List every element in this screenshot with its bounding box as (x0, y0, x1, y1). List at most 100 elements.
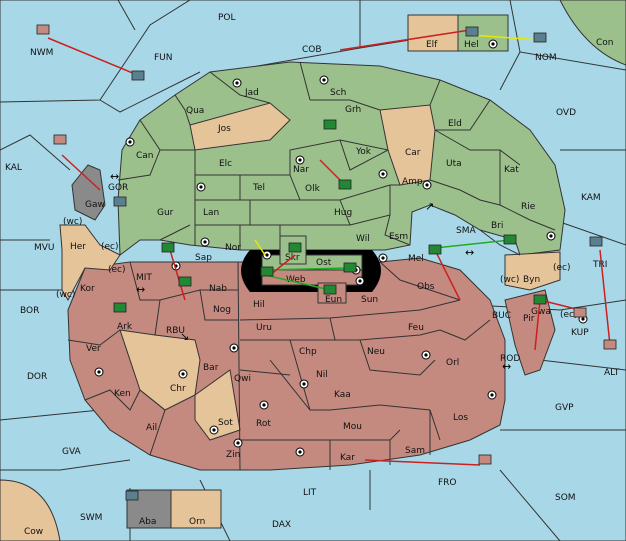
svg-text:↗: ↗ (425, 200, 434, 213)
svg-text:↔: ↔ (465, 246, 474, 259)
territory-label: Obs (417, 282, 435, 292)
unit-token[interactable] (113, 302, 127, 313)
territory-pir (504, 289, 556, 376)
unit-token[interactable] (288, 242, 302, 253)
unit-token[interactable] (533, 294, 547, 305)
sea-label: ROD (500, 354, 520, 364)
unit-token[interactable] (338, 179, 352, 190)
unit-token[interactable] (161, 242, 175, 253)
sea-label: FUN (154, 53, 173, 63)
supply-center (422, 180, 432, 190)
sea-label: NWM (30, 48, 53, 58)
territory-label: Mou (343, 422, 362, 432)
territory-label: Ail (146, 423, 157, 433)
territory-label: Pir (523, 314, 535, 324)
unit-token[interactable] (260, 266, 274, 277)
territory-label: Ken (114, 389, 131, 399)
svg-text:↔: ↔ (110, 170, 119, 183)
svg-text:↔: ↔ (502, 360, 511, 373)
unit-token[interactable] (36, 24, 50, 35)
sea-label: TRI (592, 260, 607, 270)
sea-label: FRO (438, 478, 457, 488)
territory-label: Orl (446, 358, 459, 368)
territory-sot (194, 369, 241, 441)
move-arrows (47, 29, 611, 466)
territory-label: Elf (426, 40, 438, 50)
svg-text:↔: ↔ (136, 283, 145, 296)
territory-label: Nil (316, 370, 328, 380)
unit-token[interactable] (323, 284, 337, 295)
territory-label: Los (453, 413, 468, 423)
unit-token[interactable] (603, 339, 617, 350)
unit-token[interactable] (573, 307, 587, 318)
supply-center (94, 367, 104, 377)
sea-label: (wc) (56, 290, 75, 300)
supply-center (355, 276, 365, 286)
supply-center (196, 182, 206, 192)
territory-label: Web (286, 275, 306, 285)
territory-label: Nab (209, 284, 227, 294)
territory-label: Neu (367, 347, 385, 357)
supply-center (488, 39, 498, 49)
sea-label: ALT (604, 368, 620, 378)
unit-token[interactable] (478, 454, 492, 465)
supply-center (232, 78, 242, 88)
unit-token[interactable] (428, 244, 442, 255)
unit-token[interactable] (113, 196, 127, 207)
unit-token[interactable] (125, 490, 139, 501)
sea-label: KAM (581, 193, 601, 203)
sea-label: DAX (272, 520, 291, 530)
supply-center (319, 75, 329, 85)
territory-label: Her (70, 242, 86, 252)
territory-label: Grh (345, 105, 361, 115)
territory-label: Qwi (234, 374, 251, 384)
territory-label: Hel (464, 40, 479, 50)
territory-label: Rot (256, 419, 271, 429)
territory-label: Uru (256, 323, 272, 333)
territory-label: Elc (219, 159, 232, 169)
territory-label: Nor (225, 243, 241, 253)
unit-token[interactable] (343, 262, 357, 273)
territory-label: Gaw (85, 200, 105, 210)
territory-label: Nog (213, 305, 231, 315)
sea-label: SMA (456, 226, 476, 236)
unit-token[interactable] (465, 26, 479, 37)
territory-label: Mel (408, 254, 424, 264)
territory-label: Eun (325, 295, 342, 305)
unit-token[interactable] (323, 119, 337, 130)
sea-label: SWM (80, 513, 102, 523)
sea-label: GOR (108, 183, 128, 193)
territory-label: Sch (330, 88, 346, 98)
unit-token[interactable] (589, 236, 603, 247)
unit-token[interactable] (131, 70, 145, 81)
sea-label: BOR (20, 306, 39, 316)
territory-label: Sot (218, 418, 233, 428)
territory-jos (189, 102, 291, 151)
unit-token[interactable] (178, 276, 192, 287)
territory-label: Feu (408, 323, 424, 333)
sea-label: (wc) (500, 275, 519, 285)
supply-center (295, 155, 305, 165)
sea-label: COB (302, 45, 322, 55)
sea-label: (ec) (560, 310, 578, 320)
unit-token[interactable] (503, 234, 517, 245)
territory-label: Sun (361, 295, 378, 305)
supply-center (125, 137, 135, 147)
unit-token[interactable] (533, 32, 547, 43)
region-borders-south (67, 261, 491, 471)
territory-label: Nar (293, 165, 309, 175)
supply-center (299, 379, 309, 389)
territory-label: Can (136, 151, 154, 161)
sea-label: SOM (555, 493, 576, 503)
territory-orn (170, 489, 222, 529)
territory-label: Esm (389, 232, 408, 242)
sea-label: LIT (303, 488, 317, 498)
unit-token[interactable] (53, 134, 67, 145)
territory-label: Ark (117, 322, 133, 332)
territory-label: Tel (252, 183, 265, 193)
sea-label: OVD (556, 108, 576, 118)
units (36, 24, 617, 501)
supply-center (487, 390, 497, 400)
